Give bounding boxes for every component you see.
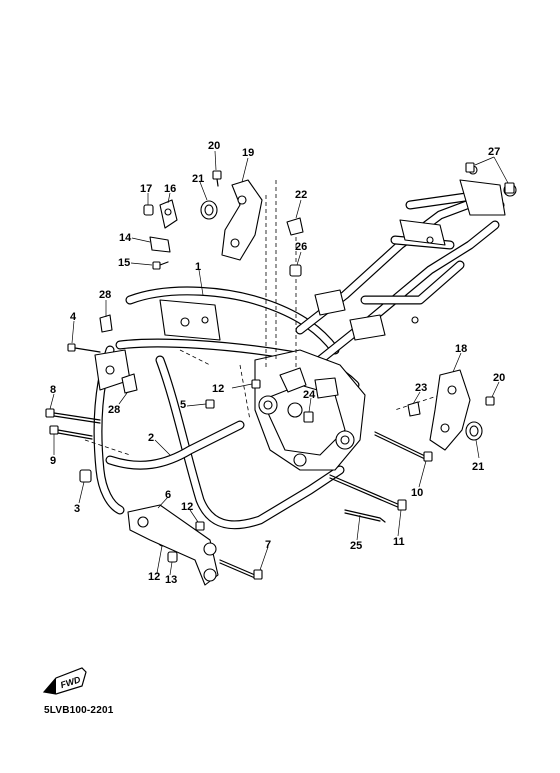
callout-18: 18 [455,343,467,355]
callout-21-top: 21 [192,173,204,185]
bracket-16 [159,199,178,229]
callout-16: 16 [164,183,176,195]
callout-15: 15 [118,257,130,269]
assembly-guide-lines [84,180,441,456]
frame-pivot-plates [254,349,366,471]
shaft-11 [329,474,407,511]
cap-26 [289,264,302,277]
nut-12-mid [195,521,205,531]
callout-25: 25 [350,540,362,552]
nut-12-upper [251,379,261,389]
callout-6: 6 [165,489,171,501]
callout-27: 27 [488,146,500,158]
callout-14: 14 [119,232,132,244]
callout-28-top: 28 [99,289,111,301]
callout-7: 7 [265,539,271,551]
callout-28-lower: 28 [108,404,120,416]
plate-28-lower [121,373,138,394]
callout-labels: 20 19 21 17 16 22 27 14 15 26 1 28 4 18 … [50,140,505,586]
bracket-14 [149,236,171,253]
bolt-10 [374,431,433,462]
bolt-20-top [212,170,222,187]
callout-10: 10 [411,487,423,499]
callout-1: 1 [195,261,201,273]
callout-12-upper: 12 [212,383,224,395]
callout-24: 24 [303,389,316,401]
callout-11: 11 [393,536,405,548]
callout-9: 9 [50,455,56,467]
callout-13: 13 [165,574,177,586]
bolt-7 [219,559,263,580]
clip-23 [407,401,421,417]
bolt-15 [152,261,169,270]
plate-28-top [99,314,113,333]
callout-12-mid: 12 [181,501,193,513]
callout-12-low: 12 [148,571,160,583]
callout-26: 26 [295,241,307,253]
bolt-20-rear [485,396,495,406]
callout-20-rear: 20 [493,372,505,384]
callout-2: 2 [148,432,154,444]
bolt-8 [45,408,101,424]
bracket-19 [221,179,263,261]
collar-13 [167,551,178,563]
collar-3 [79,469,92,483]
stay-25 [344,509,386,523]
callout-23: 23 [415,382,427,394]
leader-lines [49,150,509,576]
callout-8: 8 [50,384,56,396]
callout-22: 22 [295,189,307,201]
nut-17 [143,204,154,216]
fwd-arrow-icon: FWD [42,667,87,695]
clip-24 [303,411,314,423]
frame-head-area [94,299,221,391]
clip-22 [286,217,304,236]
callout-19: 19 [242,147,254,159]
grommet-21-rear [465,421,483,441]
engine-bracket-6 [127,504,219,586]
grommet-21-top [200,200,218,220]
bolt-4 [67,343,101,353]
hooks-27 [465,162,515,194]
callout-3: 3 [74,503,80,515]
callout-21-rear: 21 [472,461,484,473]
frame-rear-subframe [314,165,517,341]
bolt-9 [49,425,93,440]
bracket-18 [429,369,471,451]
bolt-5 [205,399,215,409]
callout-17: 17 [140,183,152,195]
part-catalog-code: 5LVB100-2201 [44,705,114,716]
callout-20-top: 20 [208,140,220,152]
callout-4: 4 [70,311,77,323]
callout-5: 5 [180,399,186,411]
